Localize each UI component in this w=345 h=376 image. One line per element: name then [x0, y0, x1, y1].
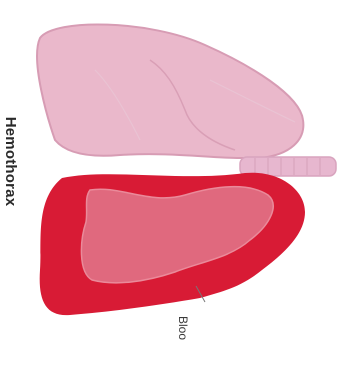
hemothorax-diagram: Hemothorax Bloo: [0, 0, 345, 345]
diagram-svg: [0, 0, 345, 345]
upper-lung: [37, 24, 303, 158]
blood-label: Bloo: [176, 316, 190, 376]
condition-label: Hemothorax: [2, 109, 19, 214]
